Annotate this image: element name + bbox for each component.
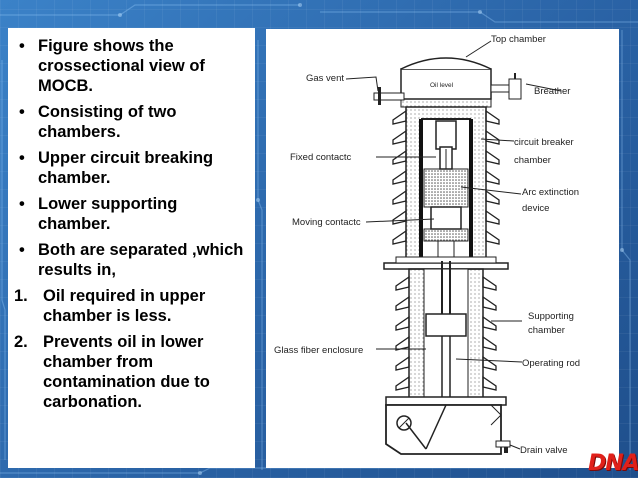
- bullet-marker: •: [19, 37, 25, 55]
- moving-contact-shape: [423, 206, 469, 262]
- label-fixed-contact: Fixed contactc: [290, 152, 351, 163]
- operating-rod-shape: [425, 261, 467, 399]
- numbered-text: Oil required in upper chamber is less.: [43, 287, 206, 325]
- label-circuit-breaker-line1: circuit breaker: [514, 137, 574, 148]
- diagram-panel: Top chamber Gas vent Oil level Breather …: [266, 29, 619, 468]
- label-arc-extinction-line1: Arc extinction: [522, 187, 579, 198]
- bullet-marker: •: [19, 195, 25, 213]
- number-marker: 2.: [14, 333, 28, 351]
- bullet-item: • Both are separated ,which results in,: [16, 240, 247, 280]
- gas-vent-shape: [373, 87, 405, 105]
- label-moving-contact: Moving contactc: [292, 217, 361, 228]
- label-oil-level: Oil level: [430, 82, 454, 89]
- label-top-chamber: Top chamber: [491, 34, 546, 45]
- mocb-cross-section-diagram: Top chamber Gas vent Oil level Breather …: [274, 34, 580, 456]
- numbered-list: 1. Oil required in upper chamber is less.…: [14, 286, 247, 412]
- label-supporting-line2: chamber: [528, 325, 565, 336]
- base-housing: [385, 396, 507, 455]
- upper-insulator: [392, 109, 500, 245]
- label-circuit-breaker-line2: chamber: [514, 155, 551, 166]
- top-chamber-shape: [400, 57, 492, 108]
- bullet-item: • Consisting of two chambers.: [16, 102, 247, 142]
- separating-flange: [383, 262, 509, 270]
- separating-flange-top: [395, 256, 497, 264]
- label-glass-fiber: Glass fiber enclosure: [274, 345, 363, 356]
- bullet-marker: •: [19, 103, 25, 121]
- dna-logo: DNA: [588, 451, 638, 476]
- arc-extinction-device-shape: [423, 168, 469, 208]
- numbered-item: 2. Prevents oil in lower chamber from con…: [14, 332, 247, 412]
- breather-shape: [490, 73, 522, 100]
- tube-wall-left: [419, 119, 423, 259]
- bullet-text: Consisting of two chambers.: [38, 103, 177, 141]
- bullet-text: Lower supporting chamber.: [38, 195, 178, 233]
- bullet-text: Upper circuit breaking chamber.: [38, 149, 214, 187]
- label-operating-rod: Operating rod: [522, 358, 580, 369]
- label-drain-valve: Drain valve: [520, 445, 568, 456]
- numbered-item: 1. Oil required in upper chamber is less.: [14, 286, 247, 326]
- label-gas-vent: Gas vent: [306, 73, 344, 84]
- label-arc-extinction-line2: device: [522, 203, 549, 214]
- bullet-marker: •: [19, 241, 25, 259]
- bullet-marker: •: [19, 149, 25, 167]
- tube-wall-right: [469, 119, 473, 259]
- bullet-text: Both are separated ,which results in,: [38, 241, 244, 279]
- bullet-text: Figure shows the crossectional view of M…: [38, 37, 205, 95]
- numbered-text: Prevents oil in lower chamber from conta…: [43, 333, 210, 411]
- bullet-item: • Upper circuit breaking chamber.: [16, 148, 247, 188]
- fixed-contact-shape: [435, 120, 457, 170]
- bullet-list: • Figure shows the crossectional view of …: [16, 36, 247, 280]
- leader-lines: [345, 40, 562, 450]
- number-marker: 1.: [14, 287, 28, 305]
- drain-valve-shape: [495, 440, 511, 453]
- text-panel: • Figure shows the crossectional view of …: [8, 28, 255, 468]
- label-breather: Breather: [534, 86, 570, 97]
- bullet-item: • Figure shows the crossectional view of …: [16, 36, 247, 96]
- bullet-item: • Lower supporting chamber.: [16, 194, 247, 234]
- lower-insulator: [395, 275, 497, 391]
- label-supporting-line1: Supporting: [528, 311, 574, 322]
